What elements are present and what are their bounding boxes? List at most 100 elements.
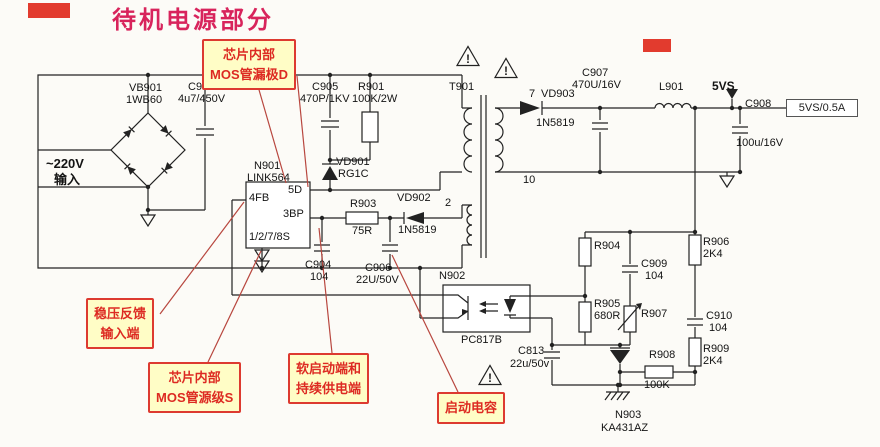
capacitor-c905 xyxy=(321,120,339,128)
warning-icon: ! xyxy=(493,57,519,79)
diode-vd902 xyxy=(403,212,424,224)
r909-ref-label: R909 xyxy=(703,343,730,355)
n902-ref-label: N902 xyxy=(439,270,466,282)
warning-icon: ! xyxy=(455,45,481,67)
r903-ref-label: R903 xyxy=(350,198,377,210)
ground-icon-secondary xyxy=(718,175,736,189)
page-title: 待机电源部分 xyxy=(112,7,274,34)
shunt-regulator-n903-ka431 xyxy=(610,347,630,364)
n902-val-label: PC817B xyxy=(461,334,502,346)
callout-feedback-line-2: 输入端 xyxy=(100,325,140,341)
c906-val-label: 22U/50V xyxy=(356,274,399,286)
ground-icon-primary xyxy=(139,214,157,228)
junction-dots xyxy=(145,72,743,388)
warning-icon: ! xyxy=(477,364,503,386)
c910-val-label: 104 xyxy=(709,322,728,334)
capacitor-c910 xyxy=(687,318,703,326)
c813-ref-label: C813 xyxy=(518,345,545,357)
ac-input-line1-label: ~220V xyxy=(46,156,84,171)
vd902-ref-label: VD902 xyxy=(397,192,431,204)
t901-pin2-label: 2 xyxy=(445,197,452,209)
callout-softstart: 软启动端和持续供电端 xyxy=(288,353,370,404)
r905-val-label: 680R xyxy=(594,310,621,322)
warning-icon-glyph: ! xyxy=(504,64,508,78)
n901-val-label: LINK564 xyxy=(247,172,290,184)
pin-4fb-label: 4FB xyxy=(249,192,270,204)
c904-val-label: 104 xyxy=(310,271,329,283)
ic-n901-link564 xyxy=(245,181,311,274)
r906-val-label: 2K4 xyxy=(703,248,723,260)
r908-ref-label: R908 xyxy=(649,349,676,361)
ac-input-line2-label: 输入 xyxy=(54,172,81,187)
resistor-r908 xyxy=(644,365,674,379)
vd903-val-label: 1N5819 xyxy=(536,117,575,129)
pin-s-label: 1/2/7/8S xyxy=(249,231,290,243)
c910-ref-label: C910 xyxy=(706,310,733,322)
c813-val-label: 22u/50v xyxy=(510,358,550,370)
r909-val-label: 2K4 xyxy=(703,355,723,367)
resistor-r907 xyxy=(617,303,642,333)
callout-mos-source-line-2: MOS管源级S xyxy=(156,389,234,405)
capacitor-c904 xyxy=(314,244,330,252)
transformer-t901 xyxy=(463,95,504,258)
r908-val-label: 100K xyxy=(644,379,670,391)
c907-ref-label: C907 xyxy=(582,67,609,79)
n903-val-label: KA431AZ xyxy=(601,422,649,434)
callout-startup-cap: 启动电容 xyxy=(437,392,506,424)
c905-val-label: 470P/1KV xyxy=(300,93,350,105)
pin-5d-label: 5D xyxy=(288,184,303,196)
callout-leader-lines xyxy=(159,75,459,393)
diode-vd903 xyxy=(520,101,543,115)
capacitor-c906 xyxy=(382,244,398,252)
resistor-r906 xyxy=(688,234,702,266)
capacitor-c909 xyxy=(622,265,638,273)
r906-ref-label: R906 xyxy=(703,236,730,248)
vb901-ref-label: VB901 xyxy=(129,82,163,94)
callout-feedback: 稳压反馈输入端 xyxy=(86,298,155,349)
c909-val-label: 104 xyxy=(645,270,664,282)
callout-mos-source-line-1: 芯片内部 xyxy=(168,370,221,385)
c906-ref-label: C906 xyxy=(365,262,392,274)
callout-startup-cap-line-1: 启动电容 xyxy=(445,400,498,415)
resistor-r901 xyxy=(361,111,379,143)
pin-3bp-label: 3BP xyxy=(283,208,304,220)
t901-pin7-label: 7 xyxy=(529,88,536,100)
r901-val-label: 100K/2W xyxy=(352,93,398,105)
r907-ref-label: R907 xyxy=(641,308,668,320)
vd901-ref-label: VD901 xyxy=(336,156,370,168)
n903-ref-label: N903 xyxy=(615,409,642,421)
ground-icon-hatched xyxy=(604,391,630,401)
resistor-r909 xyxy=(688,337,702,367)
testpoint-5vs-arrow-icon xyxy=(726,89,738,99)
warning-icon-glyph: ! xyxy=(488,371,492,385)
n901-ref-label: N901 xyxy=(254,160,281,172)
c903-ref-label: C903 xyxy=(188,81,214,94)
optocoupler-n902-pc817 xyxy=(442,284,531,333)
inductor-l901 xyxy=(654,102,692,109)
output-voltage-badge: 5VS/0.5A xyxy=(786,99,858,117)
r903-val-label: 75R xyxy=(352,225,373,237)
vb901-val-label: 1WB60 xyxy=(126,94,163,106)
t901-ref-label: T901 xyxy=(449,81,475,93)
bridge-rectifier-vb901 xyxy=(110,112,186,188)
c908-ref-label: C908 xyxy=(745,98,772,110)
capacitor-c907 xyxy=(592,122,608,130)
resistor-r903 xyxy=(345,211,379,225)
vd901-val-label: RG1C xyxy=(338,168,369,180)
red-sticker-2 xyxy=(643,39,671,52)
vs5-tag-label: 5VS xyxy=(712,79,735,93)
c904-ref-label: C904 xyxy=(305,259,332,271)
callout-mos-source: 芯片内部 MOS管源级S xyxy=(148,362,242,413)
capacitor-c903 xyxy=(196,128,214,136)
resistor-r905 xyxy=(578,301,592,333)
c905-ref-label: C905 xyxy=(312,81,339,93)
c909-ref-label: C909 xyxy=(641,258,668,270)
t901-pin10-label: 10 xyxy=(523,174,536,186)
c908-val-label: 100u/16V xyxy=(736,137,784,149)
capacitor-c813 xyxy=(544,351,560,359)
vd902-val-label: 1N5819 xyxy=(398,224,437,236)
callout-mos-drain-line-2: MOS管漏极D xyxy=(210,66,289,82)
